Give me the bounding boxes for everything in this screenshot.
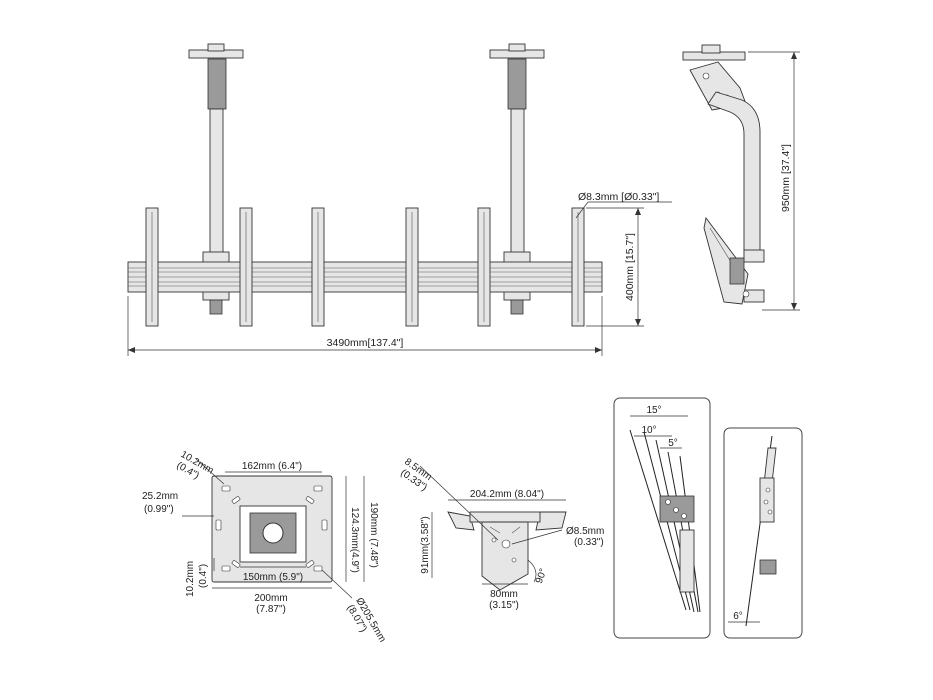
- tilt-15: 15°: [646, 405, 661, 416]
- cp-25-2-mm: 25.2mm: [142, 491, 178, 502]
- tilt-range-detail: 15° 10° 5°: [613, 397, 711, 639]
- cp-10-2-side-in: (0.4"): [198, 564, 209, 588]
- cp-150: 150mm (5.9"): [243, 572, 303, 583]
- pb-8-5-right-in: (0.33"): [574, 537, 604, 548]
- hole-callout: Ø8.3mm [Ø0.33"]: [575, 191, 672, 219]
- hole-label: Ø8.3mm [Ø0.33"]: [578, 191, 659, 203]
- height-label: 400mm [15.7"]: [624, 233, 636, 301]
- cp-200-mm: 200mm: [254, 593, 287, 604]
- drop-label: 950mm [37.4"]: [780, 144, 792, 212]
- tilt-5: 5°: [668, 438, 678, 449]
- pb-8-5-right-mm: Ø8.5mm: [566, 526, 604, 537]
- cp-162: 162mm (6.4"): [242, 461, 302, 472]
- cp-200-in: (7.87"): [256, 604, 286, 615]
- tilt-6: 6°: [733, 611, 743, 622]
- tilt-10: 10°: [641, 425, 656, 436]
- cp-190: 190mm (7.48"): [368, 502, 379, 568]
- dimension-height: 400mm [15.7"]: [586, 207, 644, 327]
- cp-25-2-in: (0.99"): [144, 504, 174, 515]
- dimension-total-width: 3490mm[137.4"]: [127, 296, 603, 356]
- pb-80-in: (3.15"): [489, 600, 519, 611]
- display-arms: [145, 207, 585, 327]
- front-view: 3490mm[137.4"] 400mm [15.7"] Ø8.3mm [Ø0.…: [127, 43, 672, 356]
- tilt-6-detail: 6°: [723, 427, 803, 639]
- cp-124-3: 124.3mm(4.9"): [349, 507, 360, 573]
- cp-10-2-side-mm: 10.2mm: [185, 561, 196, 597]
- side-view: 950mm [37.4"]: [682, 44, 800, 311]
- pb-204-2: 204.2mm (8.04"): [470, 489, 544, 500]
- pb-80-mm: 80mm: [490, 589, 518, 600]
- pb-91: 91mm(3.58"): [420, 516, 431, 573]
- horizontal-rail: [127, 261, 603, 293]
- pb-90deg: 90°: [534, 567, 550, 585]
- total-width-label: 3490mm[137.4"]: [327, 337, 404, 349]
- ceiling-plate-detail: 162mm (6.4") 10.2mm (0.4") 25.2mm (0.99"…: [142, 449, 388, 644]
- pole-bracket-detail: 8.5mm (0.33") 204.2mm (8.04") 91mm(3.58"…: [398, 456, 604, 611]
- ceiling-mount-right: [489, 43, 545, 315]
- ceiling-mount-left: [188, 43, 244, 315]
